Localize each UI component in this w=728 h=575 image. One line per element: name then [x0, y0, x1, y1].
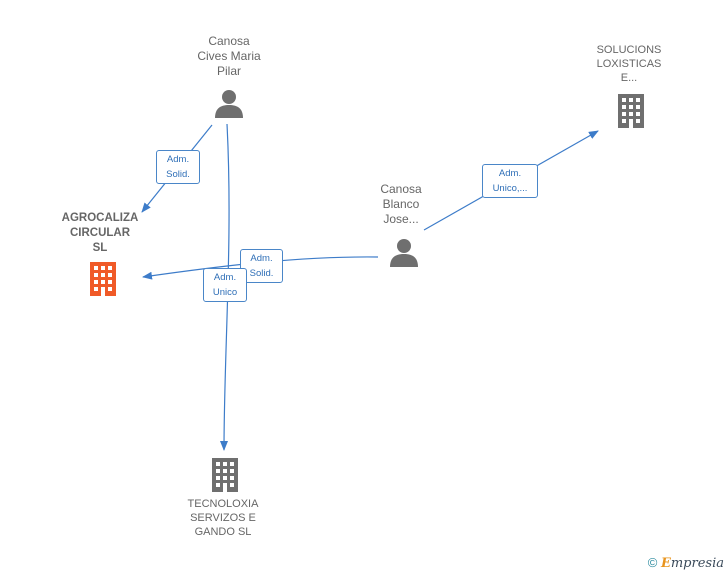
edge-label-jose-solucions[interactable]: Adm. Unico,... — [482, 164, 538, 198]
building-icon[interactable] — [209, 458, 241, 492]
company-solucions-label: SOLUCIONS LOXISTICAS E... — [596, 44, 662, 84]
edge-label-maria-tecnoloxia[interactable]: Adm. Unico — [203, 268, 247, 302]
company-tecnoloxia-label: TECNOLOXIA SERVIZOS E GANDO SL — [187, 498, 259, 538]
person-jose-label: Canosa Blanco Jose... — [380, 182, 422, 226]
building-icon[interactable] — [615, 94, 647, 128]
person-maria-label: Canosa Cives Maria Pilar — [197, 34, 261, 78]
edge-label-jose-agrocaliza[interactable]: Adm. Solid. — [240, 249, 283, 283]
company-agrocaliza-label: AGROCALIZA CIRCULAR SL — [61, 212, 139, 254]
person-icon[interactable] — [214, 88, 244, 118]
edge-label-maria-agrocaliza[interactable]: Adm. Solid. — [156, 150, 200, 184]
building-icon[interactable] — [87, 262, 119, 296]
person-icon[interactable] — [389, 237, 419, 267]
copyright-symbol: © — [647, 555, 658, 570]
brand-logo[interactable]: Empresia — [660, 556, 724, 571]
brand-footer: © Empresia — [648, 555, 724, 571]
